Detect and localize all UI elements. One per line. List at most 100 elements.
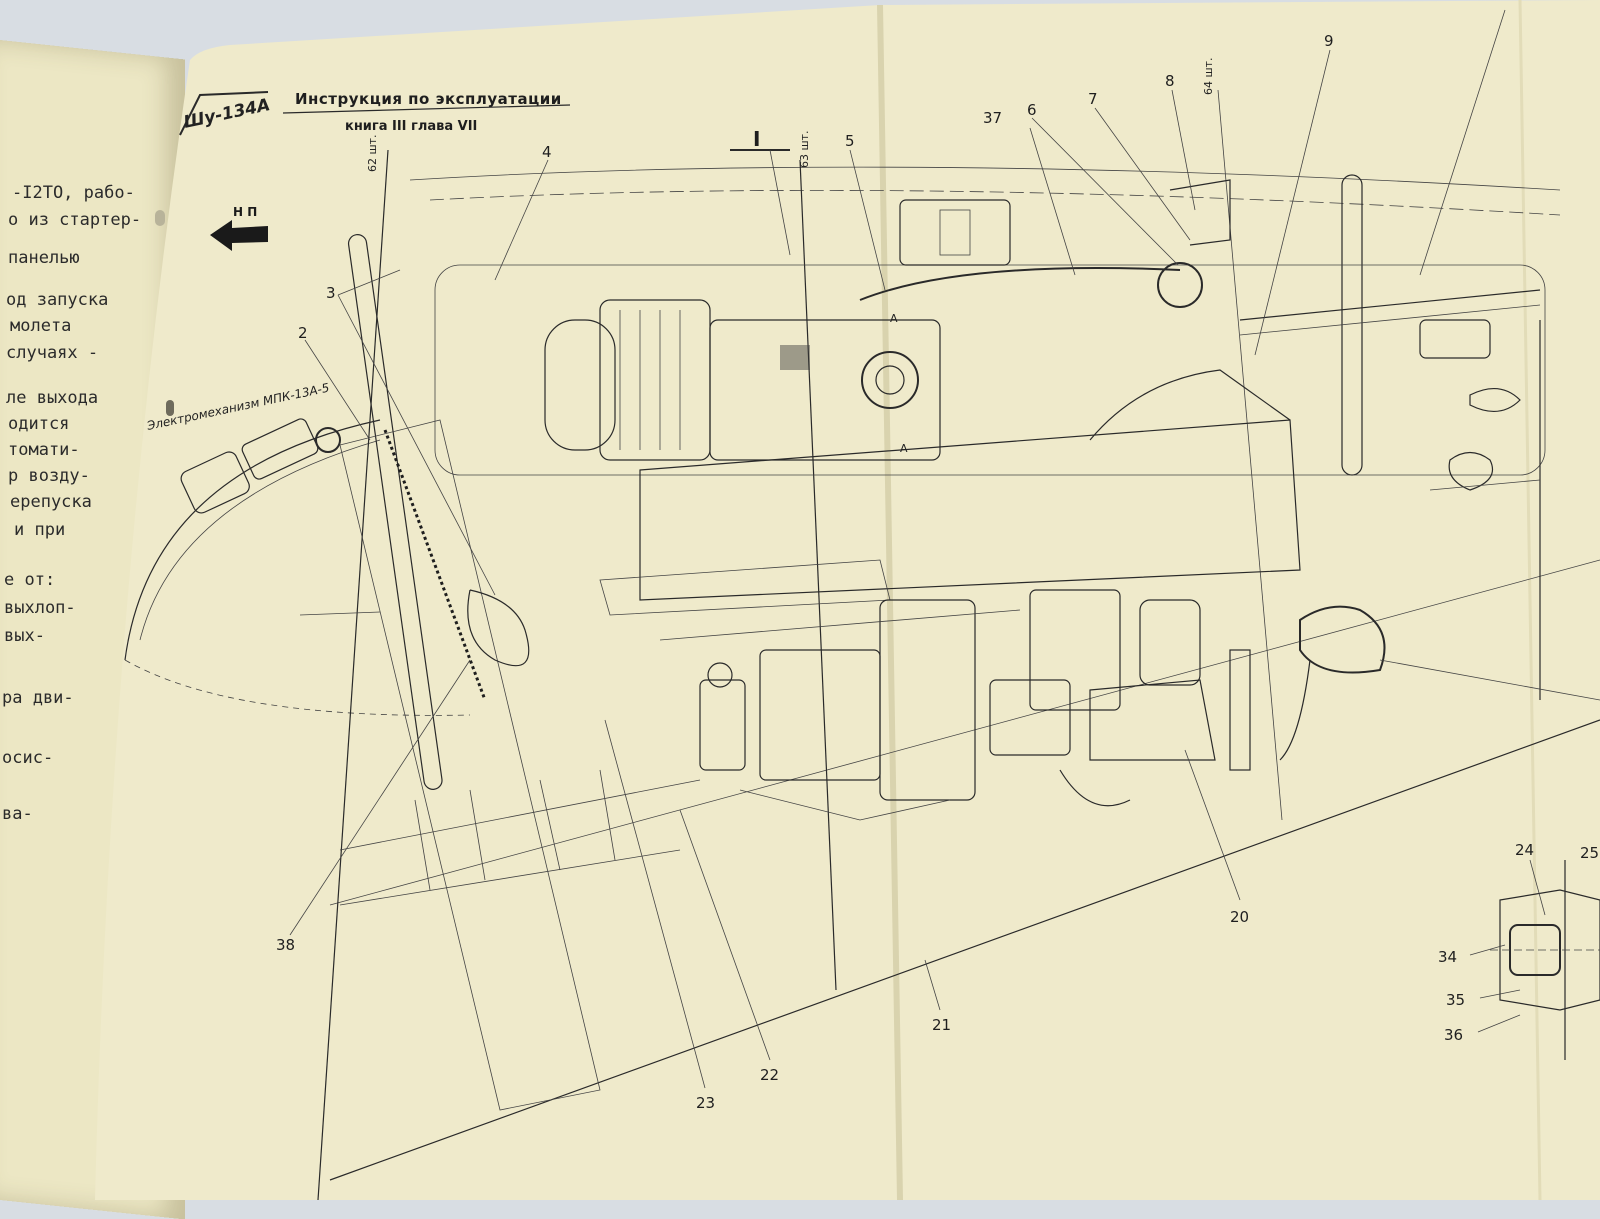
binding-hole	[155, 210, 165, 226]
left-line: панелью	[8, 248, 80, 268]
callout-4: 4	[542, 143, 552, 161]
left-line: томати-	[8, 440, 80, 460]
callouts: 2 3 4 5 6 7 8 9 37 20 21 22 23 24 25 34 …	[276, 32, 1599, 1112]
callout-25: 25	[1580, 844, 1599, 862]
duct-bend	[1089, 369, 1291, 441]
callout-8: 8	[1165, 72, 1175, 90]
binding-hole	[166, 400, 174, 416]
callout-23: 23	[696, 1094, 715, 1112]
structural-grid	[299, 611, 701, 906]
grid-line	[339, 849, 681, 906]
accessory-block	[1029, 589, 1121, 711]
frame-lines	[317, 89, 1363, 1200]
leader-7	[1094, 107, 1191, 241]
callout-9: 9	[1324, 32, 1334, 50]
nose-curve	[124, 419, 381, 661]
mounting-bracket	[899, 199, 1011, 266]
frame-62	[317, 149, 389, 1200]
left-line: од запуска	[6, 290, 109, 310]
control-rod	[859, 267, 1181, 301]
quantity-62: 62 шт.	[366, 135, 379, 172]
elbow-pipe	[467, 589, 530, 667]
callout-36: 36	[1444, 1026, 1463, 1044]
left-line: одится	[8, 414, 70, 434]
leader-22	[679, 809, 771, 1061]
apu-assembly	[434, 179, 1546, 700]
leader-34	[1469, 944, 1506, 956]
leader-23	[604, 719, 706, 1089]
upper-skin	[409, 166, 1561, 191]
section-mark: I	[753, 127, 760, 151]
upper-skin-dashed	[429, 189, 1561, 216]
leader-8	[1171, 89, 1196, 211]
manual-title: Инструкция по эксплуатации	[295, 90, 562, 108]
right-fitting	[1469, 388, 1521, 412]
page-sheet	[95, 0, 1600, 1200]
leader-6	[1031, 117, 1179, 266]
title-underline	[282, 104, 571, 114]
direction-arrow: Н П	[210, 205, 268, 251]
exhaust-tip	[1059, 769, 1131, 807]
left-line: случаях -	[6, 343, 99, 363]
left-line: о из стартер-	[8, 210, 142, 230]
nose-dashed	[124, 659, 471, 716]
callout-6: 6	[1027, 101, 1037, 119]
starter-hub	[875, 365, 905, 395]
quantity-64: 64 шт.	[1202, 58, 1215, 95]
grid-line	[599, 769, 616, 861]
view-mark-a-bottom: А	[900, 442, 908, 455]
leader-35	[1479, 989, 1521, 999]
leader-4	[494, 159, 549, 281]
lower-skin-inner	[329, 559, 1600, 906]
chain-guide	[339, 419, 601, 1111]
callout-35: 35	[1446, 991, 1465, 1009]
callout-21: 21	[932, 1016, 951, 1034]
left-line: е от:	[4, 570, 56, 590]
air-intake	[544, 319, 616, 451]
lower-accessories	[467, 559, 1600, 821]
detail-flange	[1499, 889, 1600, 1011]
lower-pipe	[659, 609, 1021, 641]
leader-3a	[337, 269, 401, 296]
fuel-line-upper	[1239, 289, 1541, 321]
leader-3b	[337, 294, 496, 596]
mechanism-pulley	[315, 427, 341, 453]
grid-line	[414, 799, 431, 891]
top-bracket	[1169, 179, 1231, 246]
callout-7: 7	[1088, 90, 1098, 108]
fuel-filter	[699, 679, 746, 771]
leader-section	[769, 149, 791, 256]
right-page-edge	[1518, 0, 1542, 1200]
grid-line	[469, 789, 486, 881]
fuel-line-upper-2	[1239, 304, 1541, 336]
leader-2	[304, 339, 371, 441]
marks: I А А 62 шт. 63 шт. 64 шт.	[366, 58, 1215, 455]
direction-label: Н П	[233, 205, 257, 219]
right-unit	[1419, 319, 1491, 359]
frame-63	[799, 159, 837, 991]
frame-rail-left	[347, 234, 443, 790]
fuselage-outline	[124, 166, 1600, 1181]
left-line: р возду-	[8, 466, 90, 486]
callout-38: 38	[276, 936, 295, 954]
exhaust-clamp	[1299, 605, 1386, 674]
starter-flange	[861, 351, 919, 409]
right-pipe	[1429, 479, 1541, 491]
tailpipe	[1089, 679, 1216, 761]
starter-motor	[1139, 599, 1201, 686]
left-line: -I2ТО, рабо-	[12, 183, 135, 203]
detail-view	[1490, 860, 1600, 1060]
frame-64	[1217, 89, 1283, 821]
left-line: выхлоп-	[4, 598, 76, 618]
leader-5	[849, 149, 886, 291]
left-line: и при	[14, 520, 66, 540]
leader-lines	[289, 9, 1546, 1089]
leader-top-right	[1419, 9, 1506, 276]
view-mark-a-top: А	[890, 312, 898, 325]
lower-skin	[329, 719, 1600, 1181]
left-line: ерепуска	[10, 492, 92, 512]
callout-24: 24	[1515, 841, 1534, 859]
grid-line	[539, 779, 561, 871]
